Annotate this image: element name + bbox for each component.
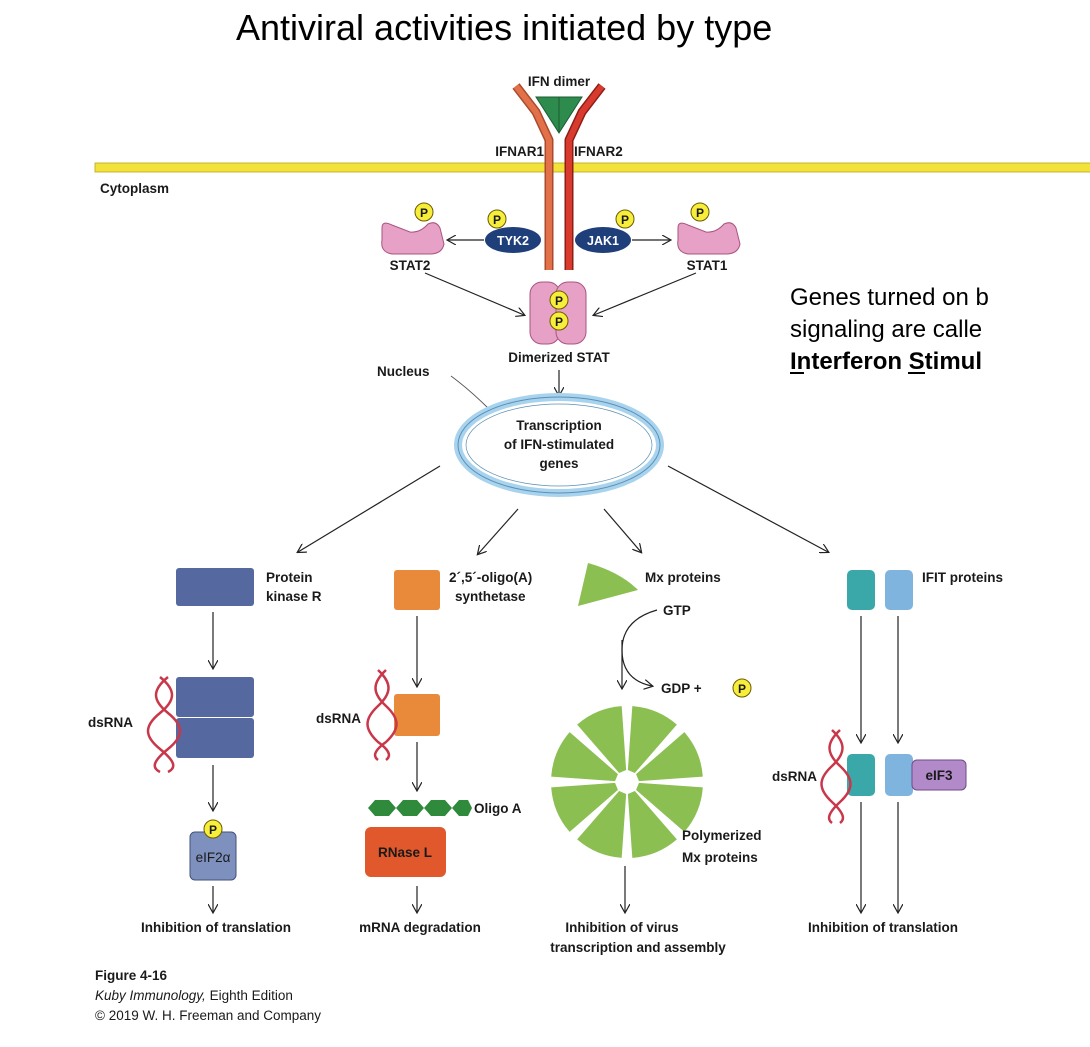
stat1-protein [677, 222, 741, 255]
dsrna-label-2: dsRNA [316, 711, 361, 726]
gtp-hydrolysis-arrow [621, 609, 658, 686]
mx-proteins-label: Mx proteins [645, 570, 721, 585]
tyk2-kinase [485, 227, 541, 253]
mx-ring-segment [551, 782, 618, 832]
nucleus-label: Nucleus [377, 364, 430, 379]
transcription-label-2: of IFN-stimulated [504, 437, 614, 452]
svg-text:P: P [209, 823, 217, 837]
tyk2-label: TYK2 [497, 234, 529, 248]
ifit-bound-1 [847, 754, 875, 796]
dimerized-stat-label: Dimerized STAT [508, 350, 610, 365]
jak1-label: JAK1 [587, 234, 619, 248]
dsrna-helix [366, 669, 398, 761]
mx-ring-segment [636, 732, 703, 782]
transcription-label-1: Transcription [516, 418, 602, 433]
outcome-translation-1: Inhibition of translation [141, 920, 291, 935]
outcome-virus-1: Inhibition of virus [565, 920, 678, 935]
eif3-protein [911, 759, 967, 791]
ifit-proteins-label: IFIT proteins [922, 570, 1003, 585]
svg-text:P: P [555, 294, 563, 308]
phosphate-icon: P [414, 202, 434, 222]
polymerized-mx-label-2: Mx proteins [682, 850, 758, 865]
figure-number: Figure 4-16 [95, 968, 168, 983]
nucleus-pointer [450, 375, 491, 411]
transcription-label-3: genes [539, 456, 578, 471]
gdp-label: GDP + [661, 681, 702, 696]
dsrna-helix [146, 676, 182, 774]
mx-ring-segment [627, 706, 677, 773]
ifnar1-label: IFNAR1 [495, 144, 544, 159]
oas-activated [394, 694, 440, 736]
cell-membrane [94, 162, 1090, 173]
pkr-protein [176, 568, 254, 606]
eif3-label: eIF3 [925, 768, 953, 783]
outcome-virus-2: transcription and assembly [550, 940, 726, 955]
note-line-1: Genes turned on b [790, 284, 989, 311]
ifnar1-receptor [512, 83, 554, 270]
svg-text:P: P [696, 206, 704, 220]
svg-text:P: P [420, 206, 428, 220]
phosphate-icon: P [690, 202, 710, 222]
outcome-translation-2: Inhibition of translation [808, 920, 958, 935]
note-line-2: signaling are calle [790, 316, 982, 343]
dsrna-label-3: dsRNA [772, 769, 817, 784]
svg-text:P: P [738, 682, 746, 696]
mx-protein [578, 563, 638, 606]
outcome-mrna: mRNA degradation [359, 920, 481, 935]
mx-ring-segment [551, 732, 618, 782]
oligo-a-label: Oligo A [474, 801, 522, 816]
polymerized-mx-ring [551, 706, 703, 858]
cytoplasm-label: Cytoplasm [100, 181, 169, 196]
oas-label-1: 2´,5´-oligo(A) [449, 570, 532, 585]
mx-ring-segment [636, 782, 703, 832]
pkr-dimer-top [176, 677, 254, 717]
copyright: © 2019 W. H. Freeman and Company [95, 1008, 321, 1023]
book-title: Kuby Immunology, Eighth Edition [95, 988, 293, 1003]
ifit-protein-2 [885, 570, 913, 610]
svg-text:P: P [555, 315, 563, 329]
note-line-3: Interferon Stimul [790, 348, 982, 375]
phosphate-icon: P [549, 311, 569, 331]
mx-ring-segment [577, 706, 627, 773]
stat2-label: STAT2 [390, 258, 431, 273]
ifnar2-label: IFNAR2 [574, 144, 623, 159]
polymerized-mx-label-1: Polymerized [682, 828, 762, 843]
gtp-label: GTP [663, 603, 691, 618]
mx-ring-segment [577, 791, 627, 858]
ifit-bound-2 [885, 754, 913, 796]
pkr-label-2: kinase R [266, 589, 322, 604]
stat2-protein [381, 222, 445, 255]
mx-ring-segment [627, 791, 677, 858]
pkr-dimer-bottom [176, 718, 254, 758]
ifnar2-receptor [564, 83, 606, 270]
phosphate-icon: P [487, 209, 507, 229]
oligo-a-chain [368, 800, 472, 816]
phosphate-icon: P [732, 678, 752, 698]
stat1-label: STAT1 [687, 258, 728, 273]
svg-text:P: P [493, 213, 501, 227]
svg-text:P: P [621, 213, 629, 227]
dsrna-label-1: dsRNA [88, 715, 133, 730]
phosphate-icon: P [203, 819, 223, 839]
eif2a-label: eIF2α [196, 850, 231, 865]
slide-title: Antiviral activities initiated by type [236, 7, 772, 48]
jak1-kinase [575, 227, 631, 253]
oas-label-2: synthetase [455, 589, 526, 604]
dsrna-helix [820, 729, 852, 824]
phosphate-icon: P [549, 290, 569, 310]
ifn-dimer-label: IFN dimer [528, 74, 591, 89]
ifit-protein-1 [847, 570, 875, 610]
rnase-l-label: RNase L [378, 845, 432, 860]
phosphate-icon: P [615, 209, 635, 229]
rnase-l-protein [365, 827, 446, 877]
oas-protein [394, 570, 440, 610]
pkr-label-1: Protein [266, 570, 313, 585]
